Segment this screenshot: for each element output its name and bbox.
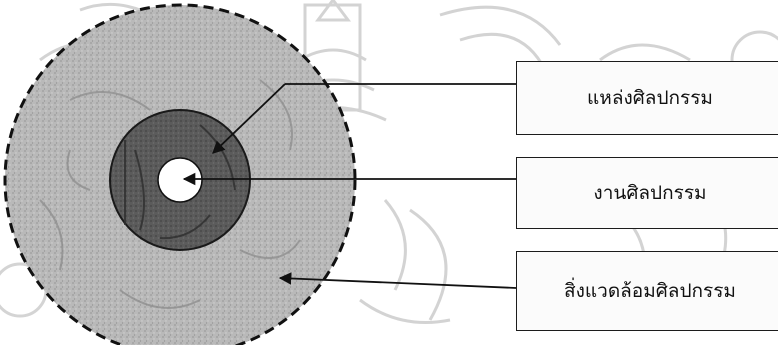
artwork-text: งานศิลปกรรม [593, 178, 706, 208]
art-source-label: แหล่งศิลปกรรม [516, 61, 778, 135]
inner-core [158, 158, 202, 202]
art-source-text: แหล่งศิลปกรรม [587, 83, 713, 113]
artwork-label: งานศิลปกรรม [516, 157, 778, 229]
art-environment-text: สิ่งแวดล้อมศิลปกรรม [564, 276, 736, 306]
art-environment-label: สิ่งแวดล้อมศิลปกรรม [516, 251, 778, 331]
